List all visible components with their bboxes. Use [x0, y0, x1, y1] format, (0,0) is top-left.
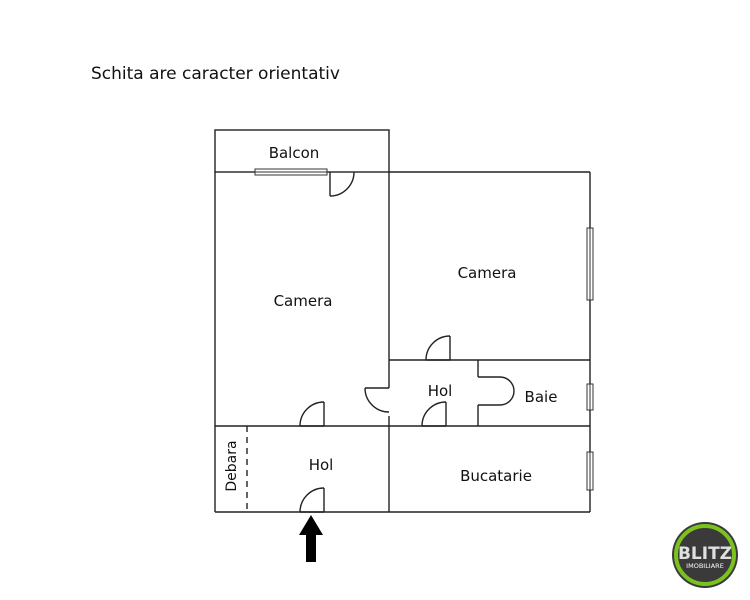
windows — [254, 168, 594, 491]
room-label-debara: Debara — [224, 440, 240, 491]
arrow-up-icon — [299, 515, 323, 562]
walls — [214, 129, 591, 513]
room-label-camera-right: Camera — [458, 264, 517, 282]
room-label-bucatarie: Bucatarie — [460, 467, 532, 485]
room-label-camera-left: Camera — [274, 292, 333, 310]
logo-word: BLITZ — [678, 544, 732, 564]
logo-ring — [674, 524, 736, 586]
room-label-baie: Baie — [525, 388, 558, 406]
doors — [299, 171, 515, 513]
room-label-hol-center: Hol — [428, 382, 453, 400]
plan-disclaimer: Schita are caracter orientativ — [91, 64, 340, 84]
logo-subword: IMOBILIARE — [686, 562, 724, 570]
room-label-hol-entry: Hol — [309, 456, 334, 474]
room-label-balcon: Balcon — [269, 144, 320, 162]
logo-disc — [672, 522, 738, 588]
blitz-logo: BLITZ IMOBILIARE — [672, 522, 738, 588]
